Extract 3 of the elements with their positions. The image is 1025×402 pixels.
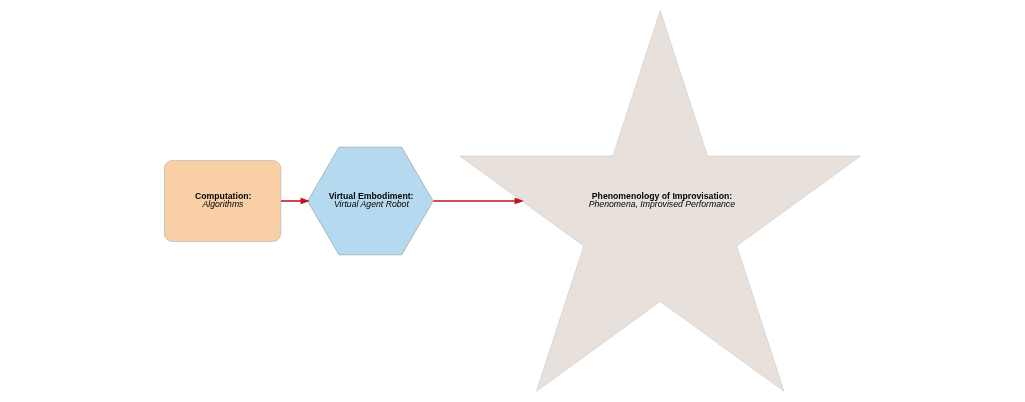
node-box: Computation: Algorithms (164, 160, 282, 242)
arrow (280, 197, 310, 205)
arrow (432, 197, 524, 205)
